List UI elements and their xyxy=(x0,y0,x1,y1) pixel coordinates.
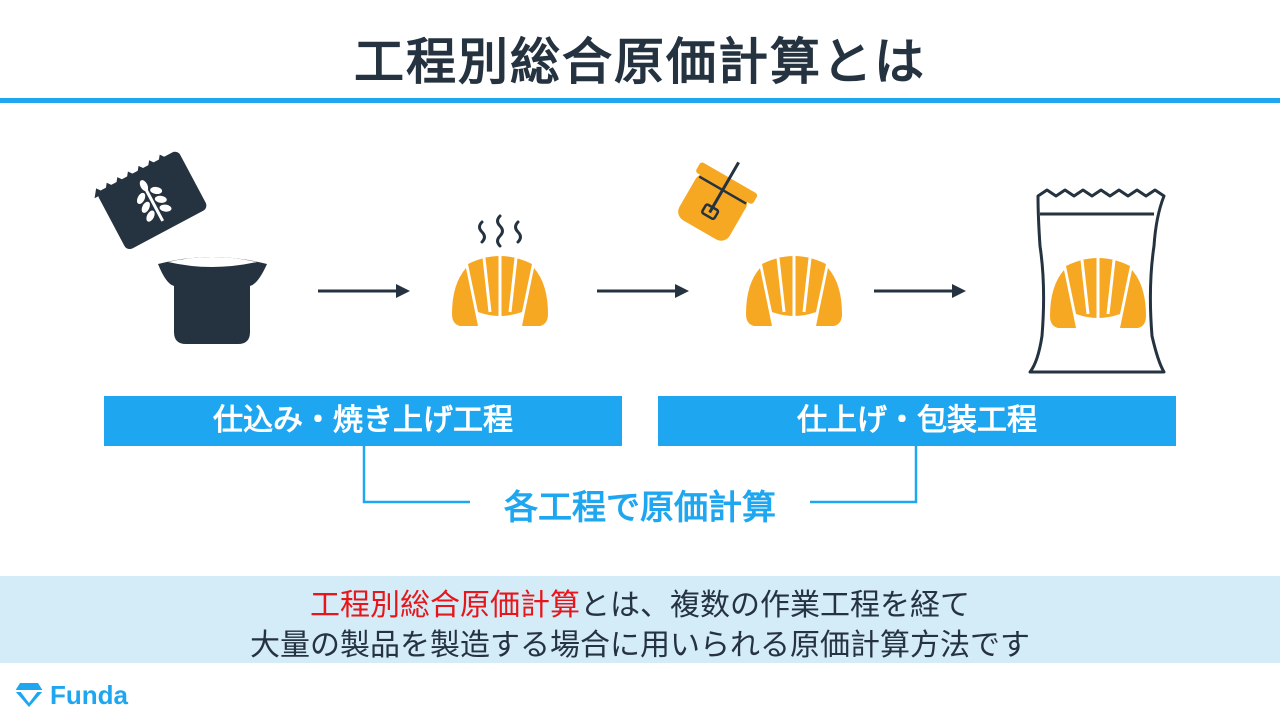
summary-line-1: 工程別総合原価計算とは、複数の作業工程を経て xyxy=(0,580,1280,624)
title-underline xyxy=(0,98,1280,103)
honey-jar-icon xyxy=(678,161,758,241)
diamond-logo-icon xyxy=(15,683,43,707)
page-title: 工程別総合原価計算とは xyxy=(354,33,926,91)
summary-line-1-rest: とは、複数の作業工程を経て xyxy=(580,588,970,623)
bracket-connector xyxy=(362,446,918,504)
summary-line-2: 大量の製品を製造する場合に用いられる原価計算方法です xyxy=(250,628,1030,663)
bracket-label: 各工程で原価計算 xyxy=(470,480,810,529)
flour-bag-icon xyxy=(94,151,207,250)
stage-bar-baking: 仕込み・焼き上げ工程 xyxy=(104,396,622,446)
flow-arrow-3 xyxy=(874,284,966,298)
steaming-croissant-icon xyxy=(452,214,548,326)
stage-bar-packaging: 仕上げ・包装工程 xyxy=(658,396,1176,446)
flow-arrow-1 xyxy=(318,284,410,298)
summary-highlight: 工程別総合原価計算 xyxy=(310,588,580,623)
mixing-bowl-icon xyxy=(158,257,267,344)
summary-band: 工程別総合原価計算とは、複数の作業工程を経て 大量の製品を製造する場合に用いられ… xyxy=(0,576,1280,663)
brand-name: Funda xyxy=(50,679,128,710)
croissant-icon xyxy=(746,254,842,326)
brand-logo: Funda xyxy=(14,678,128,712)
packaged-croissant-icon xyxy=(1028,188,1166,374)
flow-arrow-2 xyxy=(597,284,689,298)
